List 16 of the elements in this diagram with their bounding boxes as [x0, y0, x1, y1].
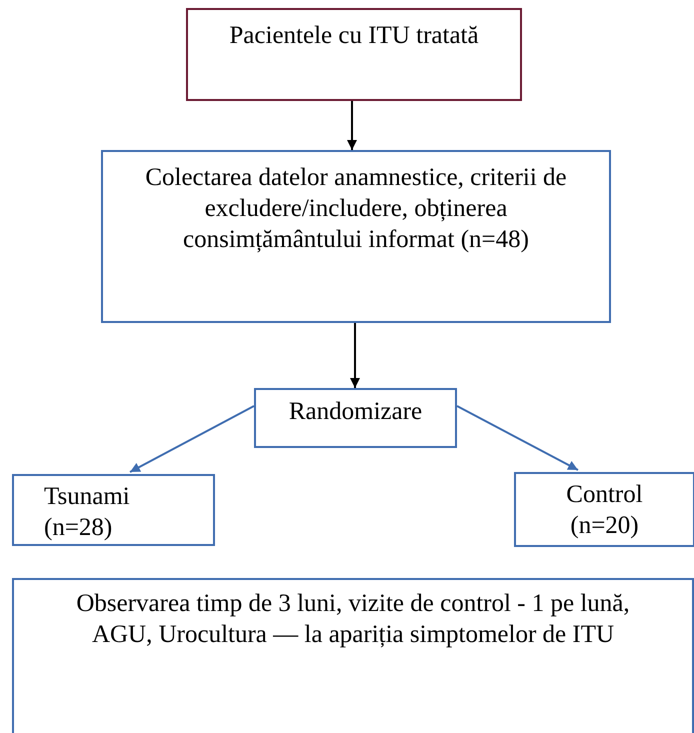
box-text: Control (n=20): [565, 480, 644, 541]
arrow: [456, 405, 578, 471]
process-box: [514, 472, 694, 547]
process-box: [101, 150, 611, 323]
box-text: Randomizare: [288, 397, 424, 427]
arrow: [347, 101, 357, 150]
process-box: [12, 578, 694, 733]
process-box: [12, 474, 215, 546]
process-box: [254, 388, 457, 448]
box-text: Tsunami (n=28): [44, 482, 131, 543]
arrow: [130, 405, 254, 473]
box-text: Colectarea datelor anamnestice, criterii de excludere/includere, obținerea consimțământului informat (n=48): [144, 163, 568, 255]
process-box: [186, 8, 522, 101]
box-text: Pacientele cu ITU tratată: [228, 21, 480, 51]
arrow: [350, 323, 360, 388]
box-text: Observarea timp de 3 luni, vizite de control - 1 pe lună, AGU, Urocultura — la apariția simptomelor de ITU: [75, 589, 631, 650]
